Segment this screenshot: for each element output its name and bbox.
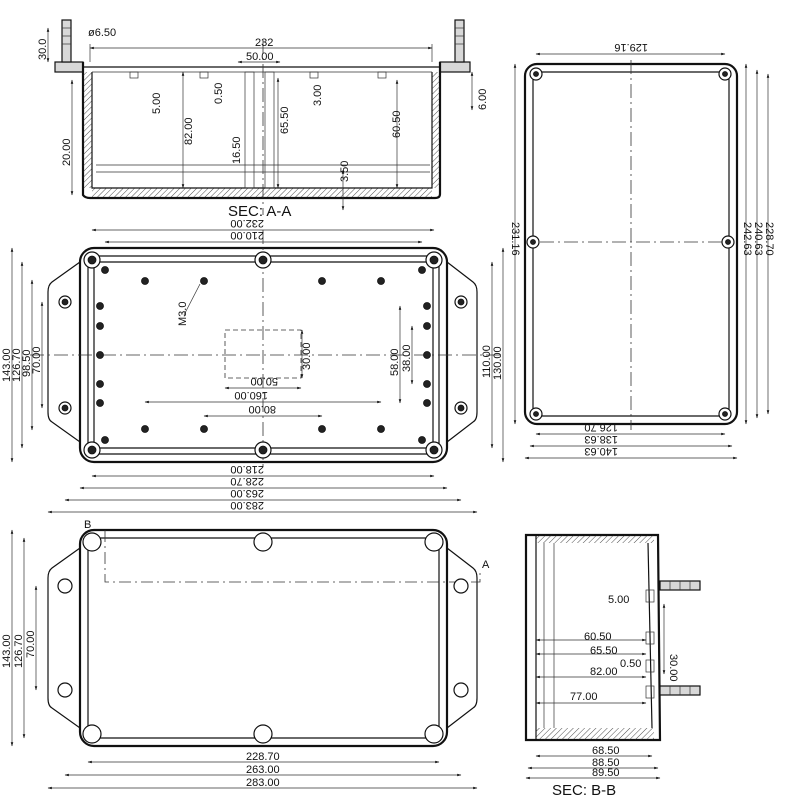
- dim-h38: 38.00: [401, 344, 413, 372]
- mounting-holes: [96, 266, 431, 444]
- section-aa-view: ø6.50 232 50.00 30.0 5.00 82.00 0.50 16.…: [37, 19, 489, 220]
- dim-h130: 130.00: [492, 346, 504, 380]
- dim-wall-height: 20.00: [61, 138, 73, 166]
- section-bb-view: 5.00 60.50 65.50 30.00 82.00 0.50 77.00 …: [524, 533, 701, 799]
- bottom-view: B A 143.00 126.70 70.00 228.70 263.00 28…: [1, 519, 490, 790]
- dim-bb-flange: 30.00: [667, 654, 679, 682]
- cable-gland-bb-lower: [659, 685, 701, 696]
- section-aa-inner-wall: [91, 72, 433, 189]
- dim-w80: 80.00: [248, 403, 276, 415]
- center-post-right: [264, 71, 275, 189]
- dim-bb-w88: 88.50: [592, 757, 620, 769]
- dim-h98: 98.50: [21, 349, 33, 377]
- dim-wall: 0.50: [213, 83, 225, 104]
- dim-flange-offset: 6.00: [477, 89, 489, 110]
- dim-bb-h77: 77.00: [570, 691, 598, 703]
- dim-bottom-w283: 283.00: [246, 777, 280, 789]
- dim-overall-width: 232: [255, 37, 273, 49]
- dim-bb-h82: 82.00: [590, 666, 618, 678]
- section-mark-a: A: [482, 559, 490, 571]
- top-view: 232.00 210.00 M3.0 143.00 126.70 98.50 7…: [1, 217, 505, 514]
- dim-gland-dia: ø6.50: [88, 27, 116, 39]
- bottom-ear-left: [47, 546, 81, 730]
- dim-h126: 126.70: [11, 348, 23, 382]
- dim-w263: 263.00: [230, 487, 264, 499]
- section-bb-caption: SEC: B-B: [552, 782, 616, 799]
- dim-h240: 240.63: [752, 222, 764, 256]
- dim-bb-rib: 5.00: [608, 594, 629, 606]
- dim-w218: 218.00: [230, 463, 264, 475]
- dim-h228: 228.70: [763, 222, 775, 256]
- cable-gland-right: [454, 19, 465, 63]
- ear-right: [446, 261, 478, 444]
- dim-boss-height: 65.50: [279, 106, 291, 134]
- dim-bb-wall: 0.50: [620, 658, 641, 670]
- dim-h242: 242.63: [741, 222, 753, 256]
- dim-height-231: 231.16: [509, 222, 521, 256]
- dim-box30: 30.00: [301, 342, 313, 370]
- dim-w160: 160.00: [234, 389, 268, 401]
- bottom-ear-right: [446, 546, 478, 730]
- dim-bb-h60: 60.50: [584, 631, 612, 643]
- dim-depth-inner: 82.00: [183, 117, 195, 145]
- dim-w140: 140.63: [584, 445, 618, 457]
- dim-h110: 110.00: [481, 345, 493, 378]
- dim-bb-w68: 68.50: [592, 745, 620, 757]
- dim-w138: 138.63: [584, 433, 618, 445]
- dim-h58: 58.00: [389, 348, 401, 376]
- dim-w232: 232.00: [230, 217, 264, 229]
- dim-floor: 3.50: [339, 161, 351, 182]
- section-aa-body: [81, 62, 442, 200]
- dim-w210: 210.00: [230, 229, 264, 241]
- dim-bottom-w228: 228.70: [246, 751, 280, 763]
- dim-bottom-h126: 126.70: [13, 634, 25, 668]
- section-aa-caption: SEC: A-A: [228, 203, 291, 220]
- section-mark-b: B: [84, 519, 91, 531]
- dim-thread: M3.0: [177, 302, 189, 326]
- dim-bottom-h70: 70.00: [25, 630, 37, 658]
- cable-gland-bb-upper: [659, 580, 701, 591]
- dim-flange-height: 30.0: [37, 39, 49, 60]
- dim-w283: 283.00: [230, 499, 264, 511]
- flange-left: [54, 61, 84, 73]
- dim-bottom-h143: 143.00: [1, 634, 13, 668]
- dim-w228: 228.70: [230, 475, 264, 487]
- dim-h70: 70.00: [31, 346, 43, 374]
- dim-h143: 143.00: [1, 348, 13, 382]
- dim-bottom-w263: 263.00: [246, 764, 280, 776]
- dim-lid-step: 3.00: [312, 85, 324, 106]
- right-view: 129.16 231.16 242.63 240.63 228.70 126.7…: [509, 41, 775, 460]
- dim-height-b: 60.50: [391, 110, 403, 138]
- bottom-view-body: [78, 528, 449, 748]
- dim-bb-w89: 89.50: [592, 767, 620, 779]
- ear-left: [47, 261, 81, 444]
- cable-gland-left: [61, 19, 72, 63]
- dim-center-gap: 50.00: [246, 51, 274, 63]
- dim-box50: 50.00: [250, 375, 278, 387]
- dim-rib: 5.00: [151, 93, 163, 114]
- dim-bb-h65: 65.50: [590, 645, 618, 657]
- center-post-left: [244, 71, 255, 189]
- dim-top-width: 129.16: [614, 41, 648, 53]
- flange-right: [439, 61, 471, 73]
- dim-w126: 126.70: [584, 421, 618, 433]
- dim-post: 16.50: [231, 136, 243, 164]
